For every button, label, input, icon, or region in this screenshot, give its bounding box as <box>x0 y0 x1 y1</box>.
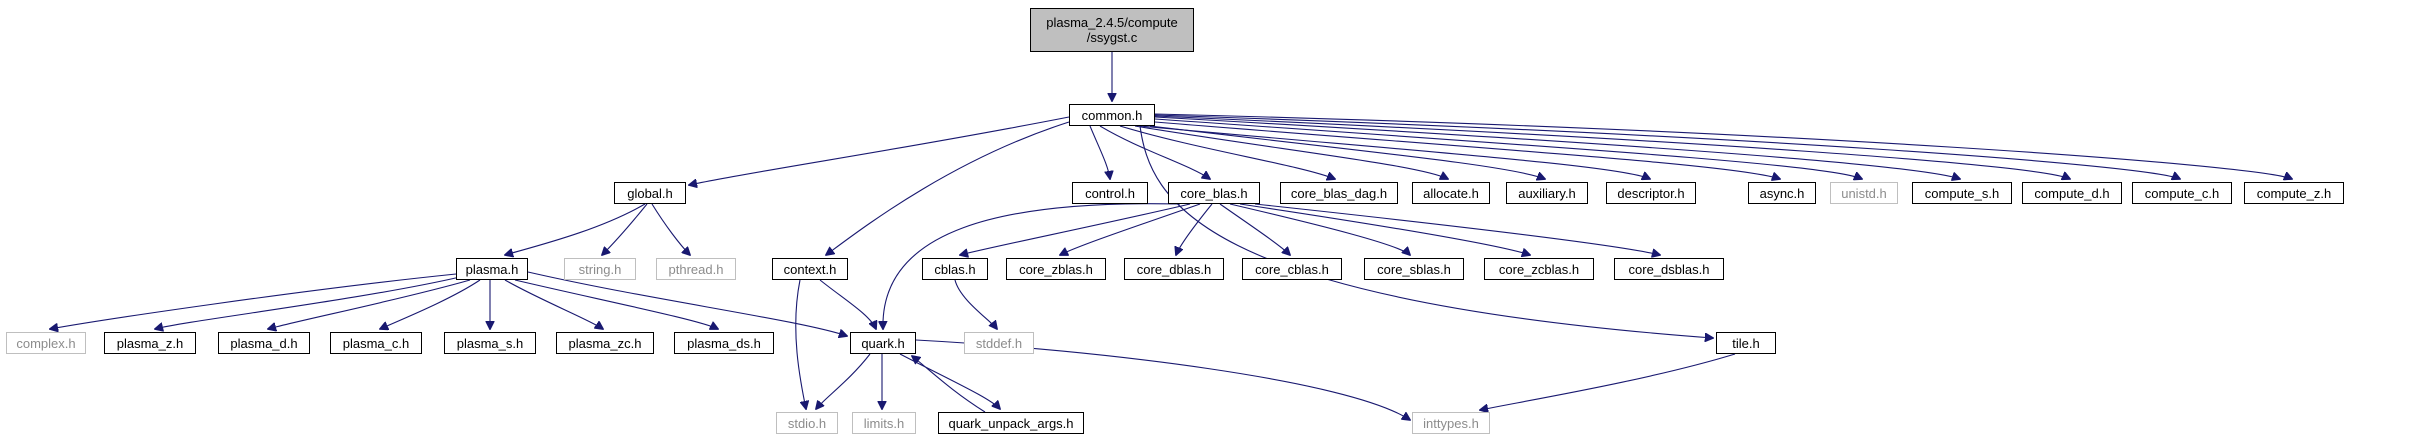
node-compute-d-h[interactable]: compute_d.h <box>2022 182 2122 204</box>
node-quark-unpack-args-h[interactable]: quark_unpack_args.h <box>938 412 1084 434</box>
node-inttypes-h[interactable]: inttypes.h <box>1412 412 1490 434</box>
edge-quark-unpack-args <box>899 353 1000 409</box>
node-plasma-zc-h[interactable]: plasma_zc.h <box>556 332 654 354</box>
edge-plasma-plasma-c <box>380 279 481 329</box>
node-core-blas-h[interactable]: core_blas.h <box>1168 182 1260 204</box>
edge-core-blas-core-zblas <box>1060 203 1201 255</box>
node-compute-s-h[interactable]: compute_s.h <box>1912 182 2012 204</box>
edge-common-context <box>826 121 1070 255</box>
node-string-h[interactable]: string.h <box>564 258 636 280</box>
node-core-zcblas-h[interactable]: core_zcblas.h <box>1484 258 1594 280</box>
node-stdio-h[interactable]: stdio.h <box>776 412 838 434</box>
edge-plasma-plasma-zc <box>504 279 603 329</box>
edge-quark-stdio <box>816 353 871 409</box>
edge-global-pthread <box>651 203 690 255</box>
edge-unpack-args-quark <box>912 356 986 413</box>
node-cblas-h[interactable]: cblas.h <box>922 258 988 280</box>
edge-context-quark <box>819 279 876 329</box>
edge-common-control <box>1089 125 1110 179</box>
edge-common-unistd <box>1154 118 1862 179</box>
node-control-h[interactable]: control.h <box>1072 182 1148 204</box>
node-global-h[interactable]: global.h <box>614 182 686 204</box>
node-root-file[interactable]: plasma_2.4.5/compute /ssygst.c <box>1030 8 1194 52</box>
node-pthread-h[interactable]: pthread.h <box>656 258 736 280</box>
node-context-h[interactable]: context.h <box>772 258 848 280</box>
node-core-cblas-h[interactable]: core_cblas.h <box>1242 258 1342 280</box>
edge-common-tile <box>1139 125 1713 338</box>
node-plasma-ds-h[interactable]: plasma_ds.h <box>674 332 774 354</box>
edge-common-compute-s <box>1154 116 1960 179</box>
node-plasma-h[interactable]: plasma.h <box>456 258 528 280</box>
node-plasma-z-h[interactable]: plasma_z.h <box>104 332 196 354</box>
node-complex-h[interactable]: complex.h <box>6 332 86 354</box>
edge-plasma-plasma-ds <box>514 279 718 329</box>
node-auxiliary-h[interactable]: auxiliary.h <box>1506 182 1588 204</box>
edge-context-stdio <box>795 279 806 409</box>
edge-global-string <box>602 203 648 255</box>
edge-common-auxiliary <box>1149 125 1545 179</box>
node-plasma-c-h[interactable]: plasma_c.h <box>330 332 422 354</box>
node-core-dsblas-h[interactable]: core_dsblas.h <box>1614 258 1724 280</box>
edge-common-async <box>1154 121 1780 179</box>
node-stddef-h[interactable]: stddef.h <box>964 332 1034 354</box>
node-core-sblas-h[interactable]: core_sblas.h <box>1364 258 1464 280</box>
edge-core-blas-core-zcblas <box>1239 203 1530 255</box>
edge-common-descriptor <box>1139 125 1650 179</box>
edge-common-core-blas <box>1099 125 1210 179</box>
node-descriptor-h[interactable]: descriptor.h <box>1606 182 1696 204</box>
node-core-zblas-h[interactable]: core_zblas.h <box>1006 258 1106 280</box>
edge-tile-inttypes <box>1480 353 1736 410</box>
node-plasma-s-h[interactable]: plasma_s.h <box>444 332 536 354</box>
edge-common-compute-c <box>1154 114 2180 179</box>
node-core-dblas-h[interactable]: core_dblas.h <box>1124 258 1224 280</box>
node-compute-c-h[interactable]: compute_c.h <box>2132 182 2232 204</box>
edge-core-blas-core-cblas <box>1219 203 1290 255</box>
node-tile-h[interactable]: tile.h <box>1716 332 1776 354</box>
node-core-blas-dag-h[interactable]: core_blas_dag.h <box>1280 182 1398 204</box>
edge-common-allocate <box>1134 125 1448 179</box>
node-compute-z-h[interactable]: compute_z.h <box>2244 182 2344 204</box>
edge-plasma-plasma-z <box>155 276 461 329</box>
edge-core-blas-core-dsblas <box>1254 203 1660 255</box>
edge-cblas-stddef <box>954 279 997 329</box>
edge-core-blas-core-dblas <box>1176 203 1213 255</box>
edge-plasma-quark <box>527 271 847 336</box>
node-common-h[interactable]: common.h <box>1069 104 1155 126</box>
edge-core-blas-core-sblas <box>1229 203 1410 255</box>
edge-common-global <box>689 116 1070 185</box>
edge-common-core-blas-dag <box>1119 125 1335 179</box>
node-limits-h[interactable]: limits.h <box>852 412 916 434</box>
edge-common-compute-d <box>1154 115 2070 179</box>
node-unistd-h[interactable]: unistd.h <box>1830 182 1898 204</box>
node-allocate-h[interactable]: allocate.h <box>1412 182 1490 204</box>
edge-plasma-plasma-d <box>268 279 471 329</box>
node-plasma-d-h[interactable]: plasma_d.h <box>218 332 310 354</box>
node-async-h[interactable]: async.h <box>1748 182 1816 204</box>
edge-common-compute-z <box>1154 113 2292 179</box>
edge-core-blas-quark <box>883 203 1181 329</box>
edge-global-plasma <box>505 203 646 255</box>
node-quark-h[interactable]: quark.h <box>850 332 916 354</box>
edge-plasma-complex <box>50 273 457 329</box>
edge-core-blas-cblas <box>960 203 1191 255</box>
